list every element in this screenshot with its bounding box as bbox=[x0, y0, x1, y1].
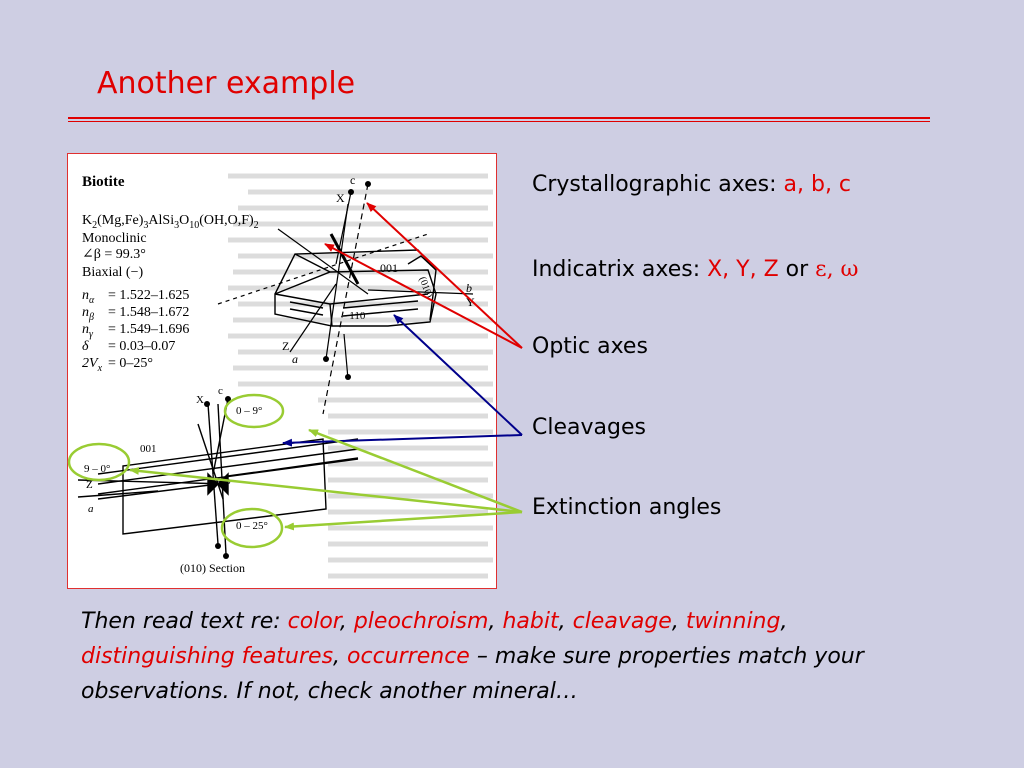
instruction-paragraph: Then read text re: color, pleochroism, h… bbox=[81, 609, 864, 704]
optic-sign: Biaxial (−) bbox=[82, 265, 143, 280]
svg-text:(010) Section: (010) Section bbox=[180, 561, 245, 575]
section-labels: X c 0 – 9° 001 9 – 0° Z a Y = b 0 – 25° … bbox=[84, 385, 268, 575]
index-value: = 1.549–1.696 bbox=[108, 322, 189, 337]
svg-text:Y: Y bbox=[466, 295, 475, 309]
index-symbol: nγ bbox=[82, 322, 94, 340]
svg-text:a: a bbox=[292, 352, 298, 366]
index-symbol: nα bbox=[82, 288, 95, 306]
index-symbol: nβ bbox=[82, 305, 94, 323]
mineral-name: Biotite bbox=[82, 174, 125, 190]
crystal-system: Monoclinic bbox=[82, 231, 147, 246]
index-value: = 1.548–1.672 bbox=[108, 305, 189, 320]
svg-text:Z: Z bbox=[86, 479, 93, 491]
svg-text:001: 001 bbox=[140, 443, 157, 455]
svg-text:Z: Z bbox=[282, 339, 289, 353]
mineral-formula: K2(Mg,Fe)3AlSi3O10(OH,O,F)2 bbox=[82, 213, 259, 231]
title-rule-thick bbox=[68, 117, 930, 119]
svg-text:0 – 25°: 0 – 25° bbox=[236, 520, 268, 532]
biotite-diagram: Biotite K2(Mg,Fe)3AlSi3O10(OH,O,F)2 Mono… bbox=[77, 173, 493, 579]
svg-text:c: c bbox=[350, 173, 355, 187]
label-optic-axes: Optic axes bbox=[532, 334, 648, 359]
beta-angle: ∠β = 99.3° bbox=[82, 247, 146, 262]
index-value: = 0–25° bbox=[108, 356, 153, 371]
section-points bbox=[204, 396, 231, 559]
label-cleavages: Cleavages bbox=[532, 415, 646, 440]
label-indicatrix-axes: Indicatrix axes: X, Y, Z or ε, ω bbox=[532, 257, 859, 282]
svg-text:– 110: – 110 bbox=[340, 310, 366, 322]
svg-text:001: 001 bbox=[380, 261, 398, 275]
svg-text:9 – 0°: 9 – 0° bbox=[84, 463, 110, 475]
index-value: = 0.03–0.07 bbox=[108, 339, 175, 354]
svg-text:X: X bbox=[336, 191, 345, 205]
svg-text:a: a bbox=[88, 503, 94, 515]
svg-text:b: b bbox=[466, 281, 472, 295]
biotite-figure: Biotite K2(Mg,Fe)3AlSi3O10(OH,O,F)2 Mono… bbox=[67, 153, 497, 589]
refractive-indices: nα = 1.522–1.625 nβ = 1.548–1.672 nγ = 1.549–… bbox=[82, 288, 189, 374]
svg-text:0 – 9°: 0 – 9° bbox=[236, 405, 262, 417]
optic-axis-points bbox=[323, 181, 371, 380]
index-symbol: 2Vx bbox=[82, 356, 103, 374]
svg-text:Y = b: Y = b bbox=[206, 475, 231, 487]
label-crystallographic-axes: Crystallographic axes: a, b, c bbox=[532, 172, 852, 197]
index-symbol: δ bbox=[82, 339, 89, 354]
label-extinction-angles: Extinction angles bbox=[532, 495, 722, 520]
svg-text:c: c bbox=[218, 385, 223, 397]
slide-title: Another example bbox=[97, 66, 356, 101]
title-rule-thin bbox=[68, 121, 930, 122]
svg-text:X: X bbox=[196, 394, 204, 406]
index-value: = 1.522–1.625 bbox=[108, 288, 189, 303]
